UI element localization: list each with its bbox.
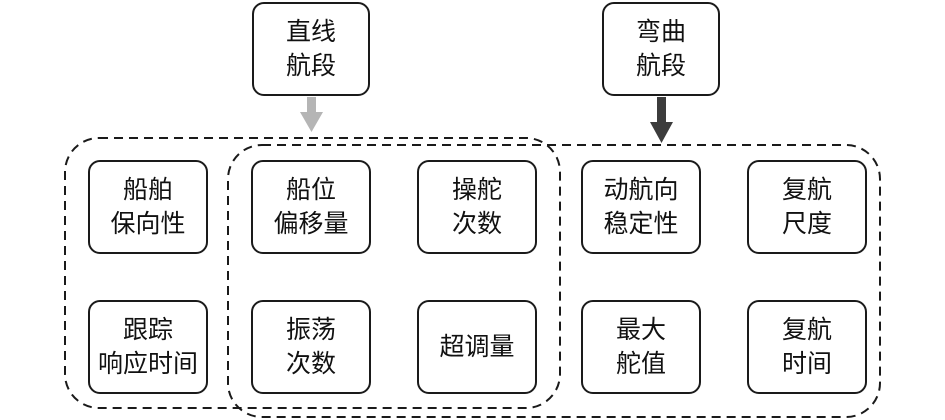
metric-label-line1: 跟踪	[122, 315, 173, 344]
metric-label-line1: 复航	[781, 175, 832, 204]
metric-label-line2: 时间	[781, 349, 832, 378]
metric-label-line2: 次数	[285, 349, 336, 378]
metric-box-ship-heading-keeping: 船舶 保向性	[88, 160, 208, 254]
metric-label-line1: 动航向	[603, 175, 679, 204]
curved-segment-arrow	[650, 97, 673, 143]
curved-segment-group-outline	[227, 144, 881, 418]
metric-label-line1: 超调量	[439, 332, 515, 361]
metric-box-rudder-operation-count: 操舵 次数	[417, 160, 537, 254]
metric-label-line2: 尺度	[781, 209, 832, 238]
metric-label-line1: 船舶	[122, 175, 173, 204]
metric-label-line1: 船位	[285, 175, 336, 204]
metric-label-line2: 响应时间	[97, 349, 198, 378]
metric-box-max-rudder-angle: 最大 舵值	[581, 300, 701, 394]
metric-box-oscillation-count: 振荡 次数	[251, 300, 371, 394]
straight-segment-box: 直线 航段	[252, 2, 370, 96]
metric-label-line2: 次数	[451, 209, 502, 238]
straight-segment-line2: 航段	[285, 51, 336, 80]
straight-segment-group-outline	[64, 137, 561, 409]
metric-box-overshoot: 超调量	[417, 300, 537, 394]
metric-box-tracking-response-time: 跟踪 响应时间	[88, 300, 208, 394]
metric-label-line1: 复航	[781, 315, 832, 344]
straight-segment-arrow	[300, 97, 323, 132]
metric-label-line1: 操舵	[451, 175, 502, 204]
metric-label-line1: 振荡	[285, 315, 336, 344]
metric-label-line2: 偏移量	[273, 209, 349, 238]
metric-label-line2: 稳定性	[603, 209, 679, 238]
metric-label-line1: 最大	[615, 315, 666, 344]
metric-box-return-time: 复航 时间	[747, 300, 867, 394]
curved-segment-box: 弯曲 航段	[602, 2, 720, 96]
metric-box-return-scale: 复航 尺度	[747, 160, 867, 254]
metric-label-line2: 舵值	[615, 349, 666, 378]
metric-box-ship-position-offset: 船位 偏移量	[251, 160, 371, 254]
straight-segment-line1: 直线	[285, 17, 336, 46]
metric-box-dynamic-heading-stability: 动航向 稳定性	[581, 160, 701, 254]
curved-segment-line1: 弯曲	[635, 17, 686, 46]
metric-label-line2: 保向性	[110, 209, 186, 238]
curved-segment-line2: 航段	[635, 51, 686, 80]
